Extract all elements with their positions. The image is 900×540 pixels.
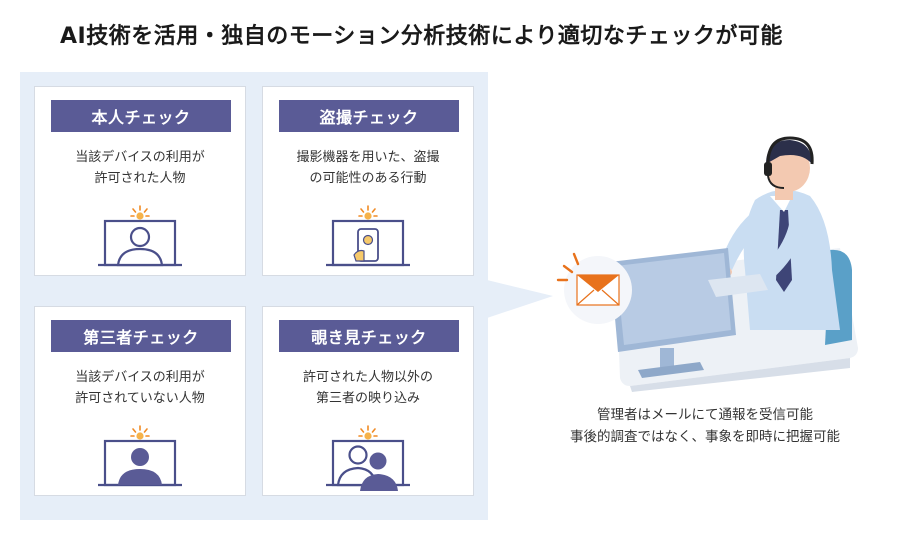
card-label: 覗き見チェック [279, 320, 459, 352]
caption-line: 管理者はメールにて通報を受信可能 [597, 407, 813, 423]
card-label: 第三者チェック [51, 320, 231, 352]
card-voyeurism-check: 盗撮チェック 撮影機器を用いた、盗撮 の可能性のある行動 [262, 86, 474, 276]
card-identity-check: 本人チェック 当該デバイスの利用が 許可された人物 [34, 86, 246, 276]
card-description: 当該デバイスの利用が 許可された人物 [35, 147, 245, 189]
desc-line: 許可された人物 [94, 171, 186, 186]
desc-line: の可能性のある行動 [309, 171, 427, 186]
desc-line: 当該デバイスの利用が [75, 370, 205, 385]
desc-line: 第三者の映り込み [315, 391, 420, 406]
card-description: 撮影機器を用いた、盗撮 の可能性のある行動 [263, 147, 473, 189]
card-label: 本人チェック [51, 100, 231, 132]
operator-with-headset-icon [540, 130, 870, 396]
unauthorized-person-at-monitor-icon [90, 425, 190, 499]
caption-line: 事後的調査ではなく、事象を即時に把握可能 [570, 429, 840, 445]
desc-line: 当該デバイスの利用が [75, 150, 205, 165]
card-label: 盗撮チェック [279, 100, 459, 132]
desc-line: 撮影機器を用いた、盗撮 [296, 150, 440, 165]
mail-notification-icon [556, 252, 632, 324]
two-people-at-monitor-icon [318, 425, 418, 499]
card-peeping-check: 覗き見チェック 許可された人物以外の 第三者の映り込み [262, 306, 474, 496]
smartphone-camera-at-monitor-icon [318, 205, 418, 279]
desc-line: 許可されていない人物 [75, 391, 205, 406]
person-outline-at-monitor-icon [90, 205, 190, 279]
card-description: 許可された人物以外の 第三者の映り込み [263, 367, 473, 409]
check-types-panel: 本人チェック 当該デバイスの利用が 許可された人物 盗撮チェック 撮影機器を用い… [20, 72, 488, 520]
card-third-party-check: 第三者チェック 当該デバイスの利用が 許可されていない人物 [34, 306, 246, 496]
notification-caption: 管理者はメールにて通報を受信可能 事後的調査ではなく、事象を即時に把握可能 [540, 404, 870, 448]
card-description: 当該デバイスの利用が 許可されていない人物 [35, 367, 245, 409]
desc-line: 許可された人物以外の [302, 370, 433, 385]
page-title: AI技術を活用・独自のモーション分析技術により適切なチェックが可能 [60, 24, 783, 49]
